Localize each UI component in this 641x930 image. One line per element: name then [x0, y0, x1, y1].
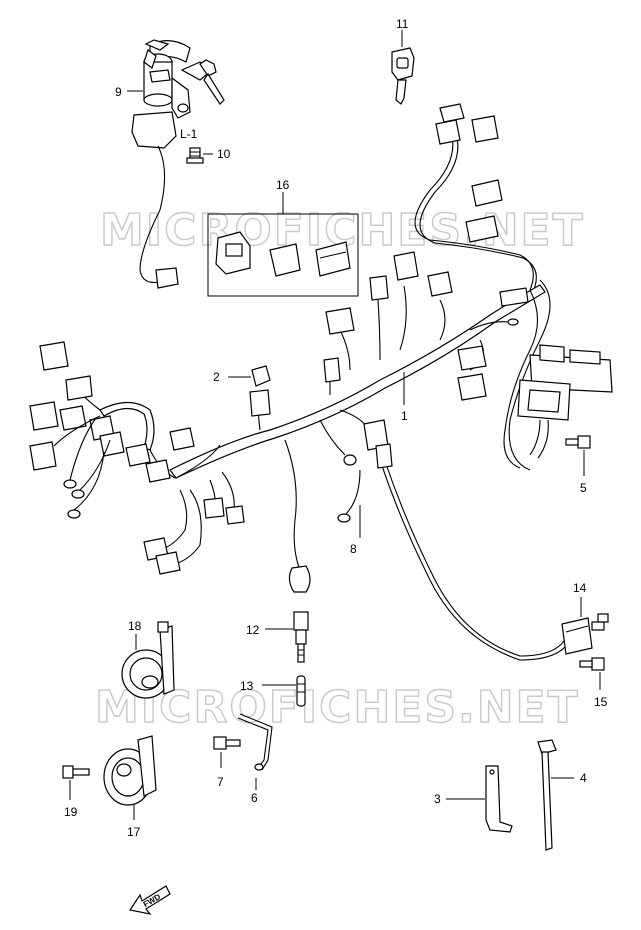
callout-15: 15: [594, 695, 608, 709]
callout-1: 1: [401, 409, 408, 423]
rod-part-13[interactable]: [296, 675, 306, 707]
callout-12: 12: [246, 623, 260, 637]
bracket-part-3[interactable]: [485, 765, 513, 833]
fuse-box-assembly: [517, 344, 613, 459]
horn-part-18[interactable]: [121, 621, 175, 699]
callout-10: 10: [217, 147, 231, 161]
bolt-part-10[interactable]: [186, 147, 204, 164]
callout-9: 9: [115, 85, 122, 99]
callout-2: 2: [213, 370, 220, 384]
forward-arrow: FWD: [129, 885, 171, 915]
ignition-marking-label: L-1: [180, 127, 198, 141]
horn-part-17[interactable]: [103, 735, 157, 806]
callout-11: 11: [396, 17, 409, 31]
clamp-part-6[interactable]: [237, 713, 273, 771]
callout-19: 19: [64, 805, 78, 819]
harness-branch-lower: [284, 409, 571, 661]
key-part-11[interactable]: [391, 47, 415, 105]
callout-3: 3: [434, 792, 441, 806]
callout-18: 18: [128, 619, 142, 633]
cable-tie-part-4[interactable]: [537, 739, 557, 851]
callout-14: 14: [573, 581, 587, 595]
callout-16: 16: [276, 178, 290, 192]
bolt-part-5[interactable]: [565, 435, 591, 449]
watermark-bottom: MICROFICHES.NET: [95, 682, 580, 733]
callout-5: 5: [580, 481, 587, 495]
connector-set-part-16[interactable]: [207, 213, 359, 297]
callout-13: 13: [240, 679, 254, 693]
callout-6: 6: [251, 791, 258, 805]
harness-branch-left: [29, 341, 245, 575]
callout-8: 8: [350, 542, 357, 556]
ignition-switch-part-9[interactable]: L-1: [131, 39, 225, 289]
bolt-part-19[interactable]: [62, 765, 90, 779]
cap-part-2[interactable]: [251, 365, 271, 387]
callout-7: 7: [217, 775, 224, 789]
harness-branch-top-right: [414, 103, 537, 293]
bolt-part-7[interactable]: [213, 736, 241, 750]
sensor-part-12[interactable]: [293, 611, 309, 663]
bolt-part-15[interactable]: [579, 657, 605, 671]
callout-17: 17: [127, 825, 141, 839]
relay-part-14[interactable]: [561, 613, 609, 655]
main-harness-part-1[interactable]: [169, 251, 551, 479]
callout-4: 4: [580, 771, 587, 785]
